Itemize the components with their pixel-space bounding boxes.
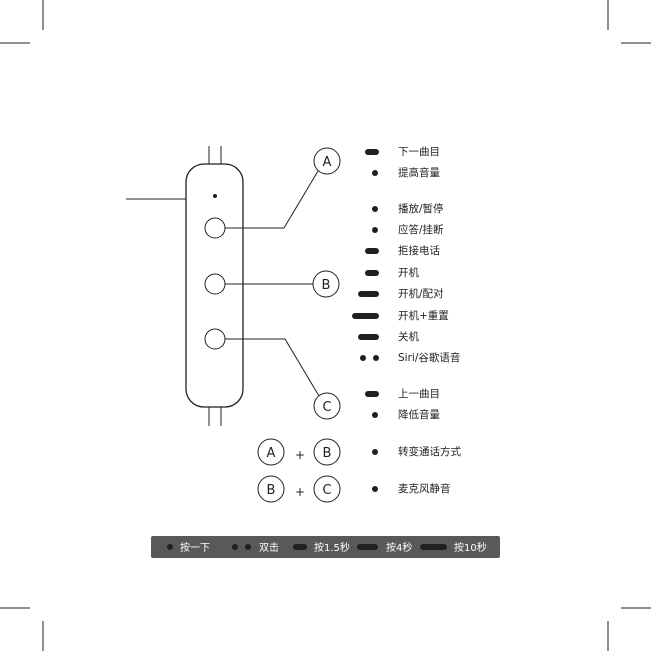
combo-a-b: A + B	[258, 439, 340, 465]
hold-1-5s-press-icon	[365, 270, 379, 276]
single-press-icon	[372, 449, 378, 455]
remote-button-a[interactable]	[205, 218, 225, 238]
single-press-icon	[372, 206, 378, 212]
hold-1-5s-press-icon	[365, 248, 379, 254]
combo-b-c-key-1-letter: B	[267, 483, 276, 498]
remote-button-b[interactable]	[205, 274, 225, 294]
legend-double-press-icon-2	[245, 544, 251, 550]
function-label-volume-up: 提高音量	[398, 166, 440, 180]
callout-a-letter: A	[323, 155, 332, 170]
function-label-previous-track: 上一曲目	[398, 387, 440, 401]
legend-double-label: 双击	[259, 542, 279, 554]
function-label-reject-call: 拒接电话	[398, 244, 440, 258]
function-label-next-track: 下一曲目	[398, 145, 440, 159]
function-label-play-pause: 播放/暂停	[398, 202, 444, 216]
function-label-voice-assistant: Siri/谷歌语音	[398, 351, 460, 365]
function-label-power-on-pair: 开机/配对	[398, 287, 444, 301]
function-label-mic-mute: 麦克风静音	[398, 482, 451, 496]
combo-b-c: B + C	[258, 476, 340, 502]
combo-b-c-plus: +	[295, 485, 305, 499]
single-press-icon	[372, 412, 378, 418]
hold-4s-press-icon	[358, 291, 379, 297]
legend-single-label: 按一下	[180, 541, 210, 554]
hold-1-5s-press-icon	[365, 149, 379, 155]
double-press-icon	[360, 355, 366, 361]
legend-hold-4s-label: 按4秒	[386, 541, 412, 554]
legend-hold-10s-icon	[420, 544, 447, 550]
legend-bar: 按一下 双击 按1.5秒 按4秒 按10秒	[151, 536, 500, 558]
legend-double-press-icon-1	[232, 544, 238, 550]
remote-button-c[interactable]	[205, 329, 225, 349]
single-press-icon	[372, 227, 378, 233]
function-label-power-on: 开机	[398, 266, 419, 280]
hold-1-5s-press-icon	[365, 391, 379, 397]
legend-hold-4s-icon	[357, 544, 378, 550]
function-label-answer-hangup: 应答/挂断	[398, 223, 444, 237]
function-label-power-off: 关机	[398, 330, 419, 344]
microphone-hole-icon	[213, 194, 217, 198]
combo-b-c-key-2-letter: C	[322, 483, 331, 498]
function-label-volume-down: 降低音量	[398, 408, 440, 422]
press-icons	[352, 149, 379, 492]
legend-hold-1-5s-label: 按1.5秒	[314, 541, 350, 554]
single-press-icon	[372, 170, 378, 176]
combo-a-b-key-2-letter: B	[323, 446, 332, 461]
legend-hold-10s-label: 按10秒	[454, 541, 487, 554]
function-label-switch-call-mode: 转变通话方式	[398, 445, 461, 459]
hold-10s-press-icon	[352, 313, 379, 319]
double-press-icon	[373, 355, 379, 361]
callout-c-letter: C	[322, 400, 331, 415]
legend-hold-1-5s-icon	[293, 544, 307, 550]
combo-a-b-key-1-letter: A	[267, 446, 276, 461]
legend-single-press-icon	[167, 544, 173, 550]
hold-4s-press-icon	[358, 334, 379, 340]
single-press-icon	[372, 486, 378, 492]
combo-a-b-plus: +	[295, 448, 305, 462]
function-label-power-on-reset: 开机+重置	[398, 309, 449, 323]
callout-b-letter: B	[322, 278, 331, 293]
